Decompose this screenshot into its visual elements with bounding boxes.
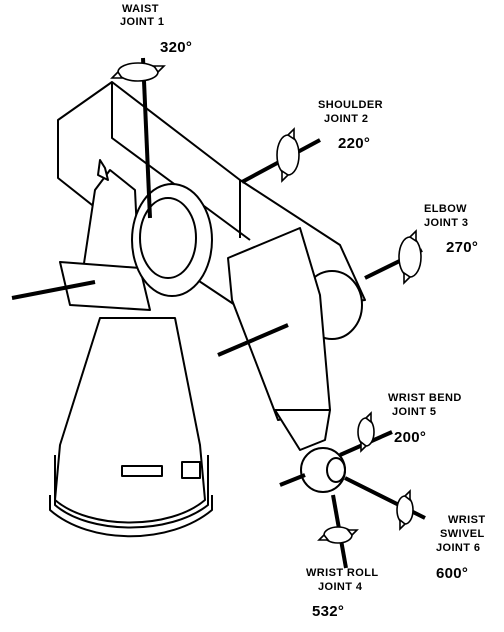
waist-collar [59, 261, 151, 311]
rotation-arrow-icon [396, 489, 414, 531]
joint-6-rotation: 600° [436, 565, 469, 582]
joint-5-name-line1: WRIST BEND [388, 392, 462, 404]
wrist-neck [274, 409, 331, 451]
base-pedestal [54, 317, 206, 524]
joint-axes [11, 57, 426, 569]
rotation-arrow-icon [276, 127, 300, 183]
joint-6-name-line2: SWIVEL [440, 528, 485, 540]
joint-2-name-line1: SHOULDER [318, 99, 383, 111]
joint-5-rotation: 200° [394, 429, 427, 446]
joint-4-name-line1: WRIST ROLL [306, 567, 379, 579]
joint-4-name-line2: JOINT 4 [318, 581, 363, 593]
joint-1-name-line2: JOINT 1 [120, 16, 165, 28]
rotation-arrow-icon [110, 62, 166, 82]
base-lower-ring [54, 455, 209, 529]
joint-6-name-line1: WRIST [448, 514, 486, 526]
base-foot-ring [49, 495, 213, 538]
joint-1-name-line1: WAIST [122, 3, 159, 15]
wrist-sphere [300, 447, 346, 493]
joint-6-name-line3: JOINT 6 [436, 542, 481, 554]
robot-body [49, 81, 366, 538]
joint-3-name-line1: ELBOW [424, 203, 467, 215]
axis-joint-5-left [279, 473, 306, 487]
joint-3-rotation: 270° [446, 239, 479, 256]
joint-2-name-line2: JOINT 2 [324, 113, 369, 125]
joint-1-rotation: 320° [160, 39, 193, 56]
axis-joint-1 [141, 57, 152, 219]
axis-joint-3-left [217, 323, 289, 357]
axis-waist-left [11, 280, 96, 300]
rotation-arrow-icon [398, 229, 422, 285]
shoulder-hub [131, 183, 213, 297]
base-slot-right [181, 461, 201, 479]
waist-cap [97, 159, 109, 181]
rotation-arrows [110, 62, 422, 544]
rotation-arrow-icon [317, 526, 359, 544]
joint-2-rotation: 220° [338, 135, 371, 152]
joint-5-name-line2: JOINT 5 [392, 406, 437, 418]
joint-3-name-line2: JOINT 3 [424, 217, 469, 229]
base-slot-left [121, 465, 163, 477]
rotation-arrow-icon [357, 411, 375, 453]
joint-4-rotation: 532° [312, 603, 345, 620]
